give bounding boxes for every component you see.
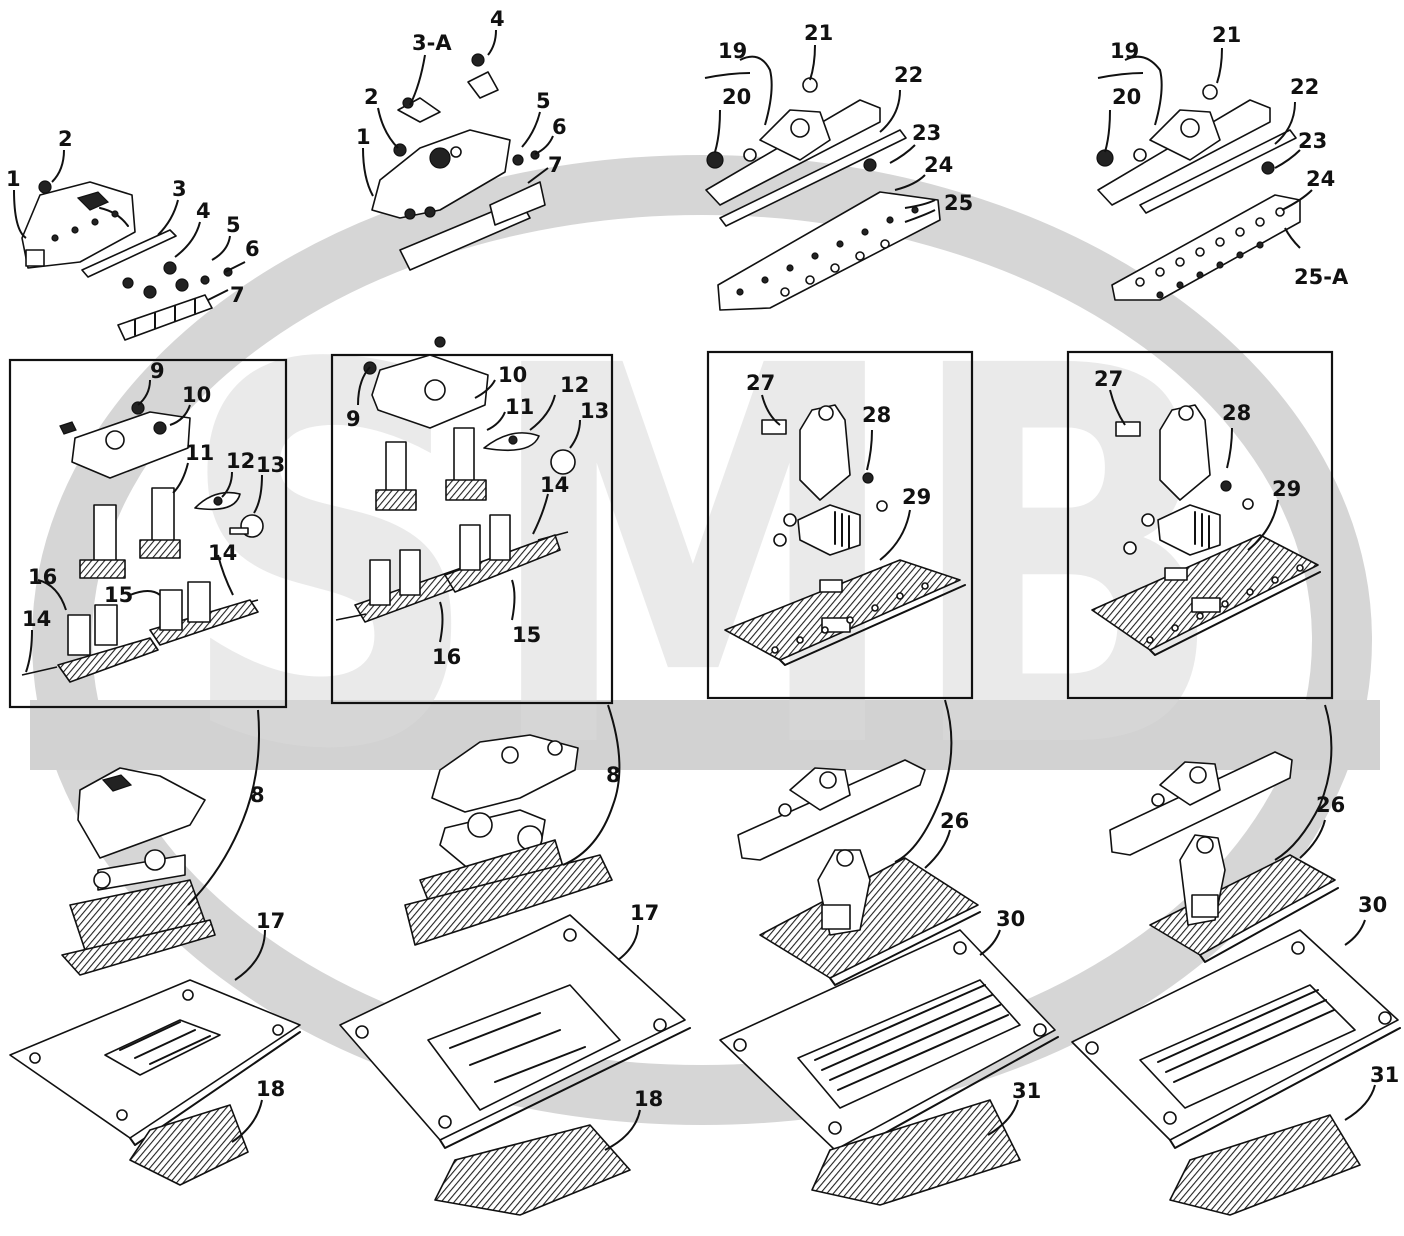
group-1-top-assembly xyxy=(21,180,233,341)
detail-box-3 xyxy=(706,350,974,700)
part-label: 24 xyxy=(924,153,953,177)
part-label: 27 xyxy=(746,371,775,395)
part-label: 10 xyxy=(498,363,527,387)
part-label: 6 xyxy=(245,237,260,261)
part-label: 7 xyxy=(230,283,245,307)
group-3-top-assembly xyxy=(705,77,941,311)
detail-box-1 xyxy=(8,358,288,709)
part-label: 18 xyxy=(256,1077,285,1101)
part-label: 28 xyxy=(1222,401,1251,425)
part-label: 8 xyxy=(606,763,621,787)
part-label: 5 xyxy=(536,89,551,113)
part-label: 2 xyxy=(58,127,73,151)
part-label: 20 xyxy=(722,85,751,109)
part-label: 26 xyxy=(940,809,969,833)
watermark-text: SMB xyxy=(177,257,1227,863)
part-label: 14 xyxy=(208,541,237,565)
part-label: 16 xyxy=(432,645,461,669)
part-label: 3-A xyxy=(412,31,452,55)
part-label: 31 xyxy=(1370,1063,1399,1087)
part-label: 25-A xyxy=(1294,265,1349,289)
part-label: 26 xyxy=(1316,793,1345,817)
part-label: 16 xyxy=(28,565,57,589)
group-1-bottom-assembly xyxy=(9,767,301,1186)
part-label: 21 xyxy=(804,21,833,45)
part-label: 13 xyxy=(256,453,285,477)
detail-box-2 xyxy=(330,353,614,705)
part-label: 25 xyxy=(944,191,973,215)
part-label: 17 xyxy=(630,901,659,925)
part-label: 12 xyxy=(226,449,255,473)
part-label: 2 xyxy=(364,85,379,109)
part-label: 5 xyxy=(226,213,241,237)
part-label: 29 xyxy=(902,485,931,509)
group-2-bottom-assembly xyxy=(339,734,691,1216)
watermark-logo: SMB xyxy=(30,155,1380,1125)
part-label: 4 xyxy=(490,7,505,31)
group-2-top-assembly xyxy=(371,53,546,271)
part-label: 23 xyxy=(1298,129,1327,153)
group-1-detail-parts xyxy=(21,401,264,683)
part-label: 1 xyxy=(6,167,21,191)
part-labels-group-3: 19 20 21 22 23 24 25 27 28 29 26 30 31 xyxy=(718,21,1041,1103)
part-label: 18 xyxy=(634,1087,663,1111)
part-label: 9 xyxy=(150,359,165,383)
part-label: 4 xyxy=(196,199,211,223)
part-label: 1 xyxy=(356,125,371,149)
group-3-bottom-assembly xyxy=(719,759,1059,1206)
part-label: 15 xyxy=(104,583,133,607)
part-label: 23 xyxy=(912,121,941,145)
part-label: 13 xyxy=(580,399,609,423)
part-labels-group-2: 1 2 3-A 4 5 6 7 9 10 11 12 13 14 15 16 8… xyxy=(346,7,663,1111)
part-labels-group-4: 19 20 21 22 23 24 25-A 27 28 29 26 30 31 xyxy=(1094,23,1399,1087)
part-label: 20 xyxy=(1112,85,1141,109)
part-label: 7 xyxy=(548,153,563,177)
part-label: 6 xyxy=(552,115,567,139)
part-label: 11 xyxy=(505,395,534,419)
part-label: 28 xyxy=(862,403,891,427)
part-label: 19 xyxy=(1110,39,1139,63)
part-label: 24 xyxy=(1306,167,1335,191)
group-4-detail-parts xyxy=(1091,404,1321,656)
part-label: 30 xyxy=(996,907,1025,931)
part-label: 29 xyxy=(1272,477,1301,501)
leader-lines xyxy=(13,29,1376,1151)
part-label: 9 xyxy=(346,407,361,431)
part-label: 22 xyxy=(1290,75,1319,99)
part-label: 22 xyxy=(894,63,923,87)
part-label: 11 xyxy=(185,441,214,465)
part-label: 19 xyxy=(718,39,747,63)
part-label: 12 xyxy=(560,373,589,397)
part-label: 17 xyxy=(256,909,285,933)
part-label: 21 xyxy=(1212,23,1241,47)
part-label: 10 xyxy=(182,383,211,407)
part-label: 30 xyxy=(1358,893,1387,917)
part-label: 14 xyxy=(540,473,569,497)
group-4-bottom-assembly xyxy=(1071,751,1401,1216)
part-labels-group-1: 1 2 3 4 5 6 7 9 10 11 12 13 14 14 15 16 … xyxy=(6,127,285,1101)
part-label: 3 xyxy=(172,177,187,201)
detail-box-4 xyxy=(1066,350,1334,700)
group-3-detail-parts xyxy=(724,404,966,666)
part-label: 27 xyxy=(1094,367,1123,391)
part-label: 31 xyxy=(1012,1079,1041,1103)
part-label: 14 xyxy=(22,607,51,631)
group-4-top-assembly xyxy=(1096,84,1301,301)
part-label: 15 xyxy=(512,623,541,647)
part-label: 8 xyxy=(250,783,265,807)
